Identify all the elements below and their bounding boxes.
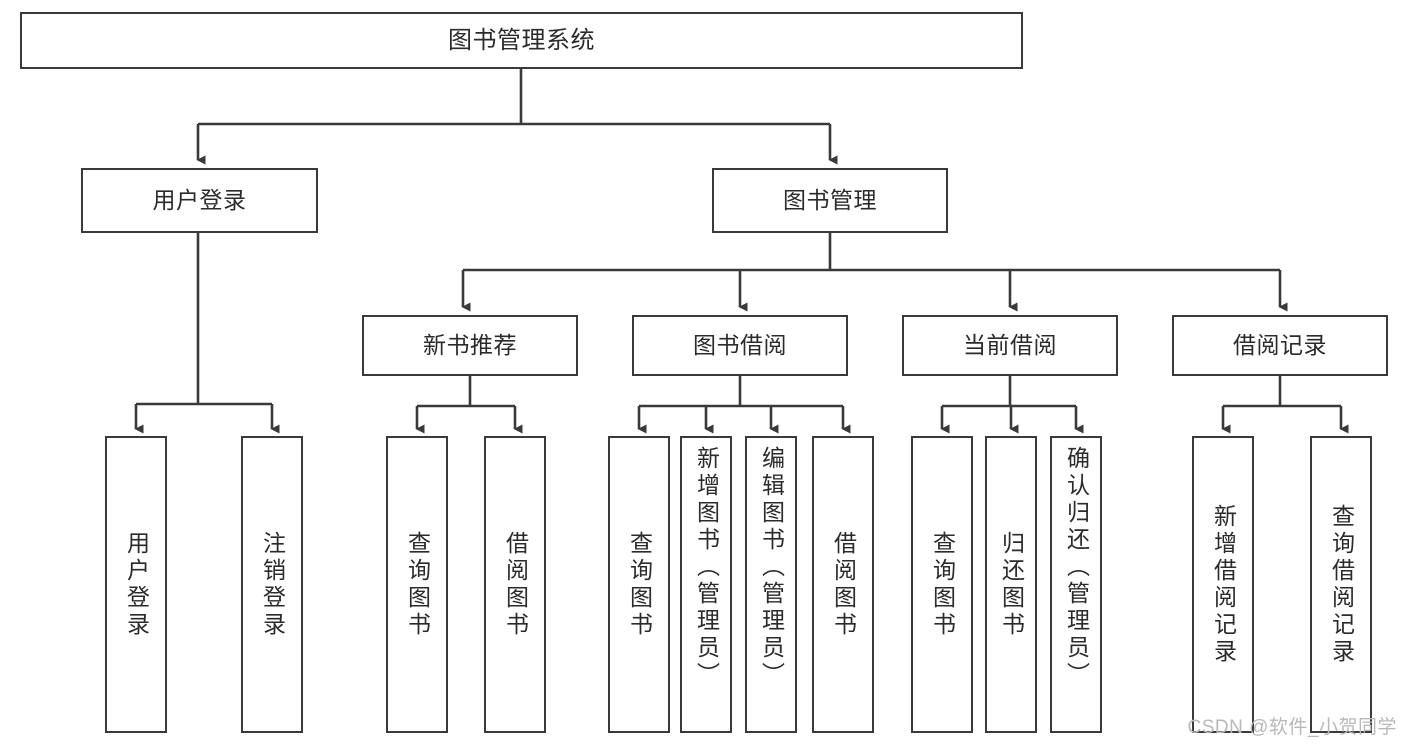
node-book-borrow-label: 图书借阅: [693, 332, 787, 359]
node-current-borrow-label: 当前借阅: [963, 332, 1057, 359]
node-leaf-add-book[interactable]: 新增图书（管理员）: [680, 436, 732, 733]
node-borrow-record-label: 借阅记录: [1233, 332, 1327, 359]
node-new-book-recommend-label: 新书推荐: [423, 332, 517, 359]
node-leaf-add-book-label: 新增图书（管理员）: [693, 446, 720, 689]
node-leaf-query-record-label: 查询借阅记录: [1328, 503, 1355, 666]
node-leaf-return-book[interactable]: 归还图书: [985, 436, 1037, 733]
node-borrow-record[interactable]: 借阅记录: [1172, 315, 1388, 376]
node-leaf-query-book-borrow-label: 查询图书: [626, 530, 653, 639]
node-leaf-query-book-rec[interactable]: 查询图书: [386, 436, 448, 733]
node-leaf-edit-book-label: 编辑图书（管理员）: [758, 446, 785, 689]
node-leaf-confirm-return[interactable]: 确认归还（管理员）: [1050, 436, 1102, 733]
node-leaf-query-book-cur-label: 查询图书: [929, 530, 956, 639]
node-leaf-confirm-return-label: 确认归还（管理员）: [1063, 446, 1090, 689]
node-user-login[interactable]: 用户登录: [81, 168, 318, 233]
node-leaf-query-book-rec-label: 查询图书: [404, 530, 431, 639]
node-leaf-return-book-label: 归还图书: [998, 530, 1025, 639]
node-leaf-add-record-label: 新增借阅记录: [1210, 503, 1237, 666]
node-root-label: 图书管理系统: [448, 26, 595, 54]
node-user-login-label: 用户登录: [152, 187, 247, 214]
node-leaf-user-login[interactable]: 用户登录: [105, 436, 167, 733]
node-leaf-query-record[interactable]: 查询借阅记录: [1310, 436, 1372, 733]
node-leaf-logout-label: 注销登录: [259, 530, 286, 639]
node-book-manage-label: 图书管理: [783, 187, 877, 214]
node-leaf-borrow-book-label: 借阅图书: [830, 530, 857, 639]
node-leaf-add-record[interactable]: 新增借阅记录: [1192, 436, 1254, 733]
node-leaf-user-login-label: 用户登录: [123, 530, 150, 639]
node-book-manage[interactable]: 图书管理: [712, 168, 948, 233]
csdn-watermark: CSDN @软件_小贺同学: [1187, 717, 1397, 738]
node-leaf-query-book-borrow[interactable]: 查询图书: [608, 436, 670, 733]
node-new-book-recommend[interactable]: 新书推荐: [362, 315, 578, 376]
node-leaf-borrow-book-rec-label: 借阅图书: [502, 530, 529, 639]
node-root[interactable]: 图书管理系统: [20, 12, 1023, 69]
node-leaf-edit-book[interactable]: 编辑图书（管理员）: [745, 436, 797, 733]
node-leaf-logout[interactable]: 注销登录: [241, 436, 303, 733]
node-leaf-borrow-book-rec[interactable]: 借阅图书: [484, 436, 546, 733]
node-leaf-borrow-book[interactable]: 借阅图书: [812, 436, 874, 733]
node-book-borrow[interactable]: 图书借阅: [632, 315, 848, 376]
node-current-borrow[interactable]: 当前借阅: [902, 315, 1118, 376]
node-leaf-query-book-cur[interactable]: 查询图书: [911, 436, 973, 733]
